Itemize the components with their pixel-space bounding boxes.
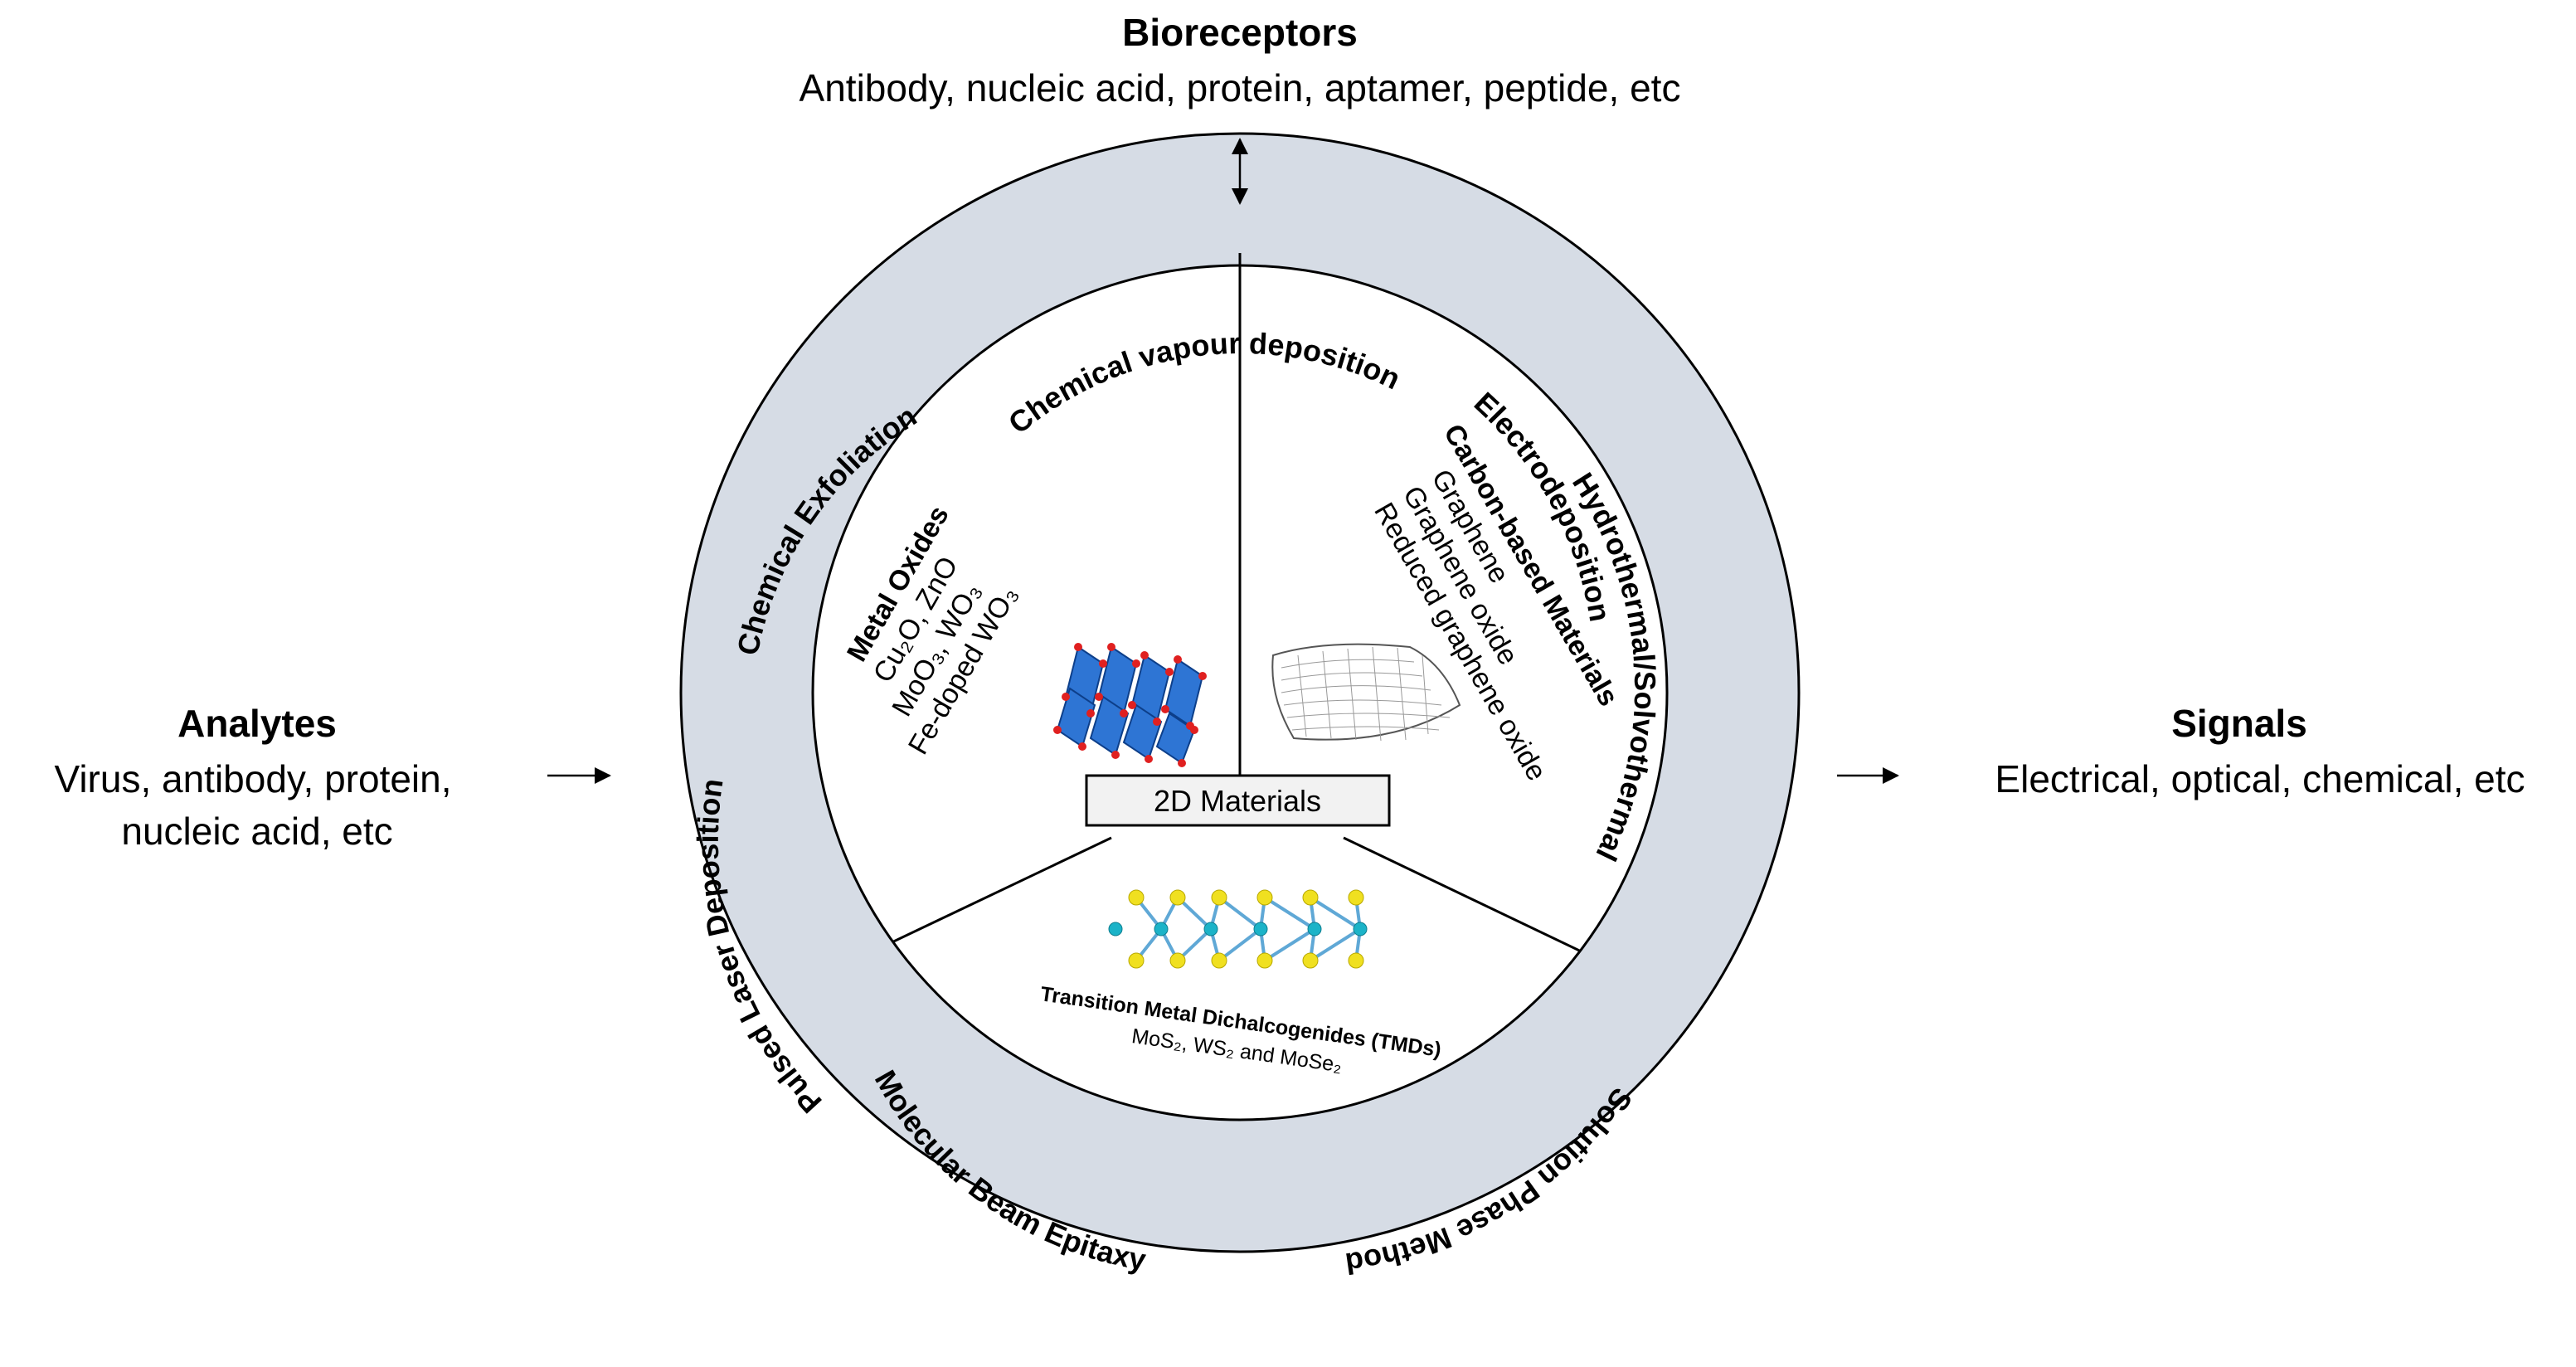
center-label: 2D Materials [1154, 784, 1321, 818]
bioreceptors-title: Bioreceptors [1122, 11, 1358, 54]
signals-text: Electrical, optical, chemical, etc [1995, 757, 2525, 800]
analytes-line1: Virus, antibody, protein, [54, 757, 451, 800]
analytes-title: Analytes [177, 702, 337, 745]
metal-oxide-crystal-image [1053, 643, 1207, 767]
analytes-line2: nucleic acid, etc [121, 810, 392, 853]
graphene-sheet-image [1271, 643, 1461, 742]
tmd-structure-image [1108, 889, 1368, 969]
signals-title: Signals [2171, 702, 2307, 745]
center-label-box [1085, 774, 1391, 827]
bioreceptors-text: Antibody, nucleic acid, protein, aptamer… [800, 66, 1681, 109]
